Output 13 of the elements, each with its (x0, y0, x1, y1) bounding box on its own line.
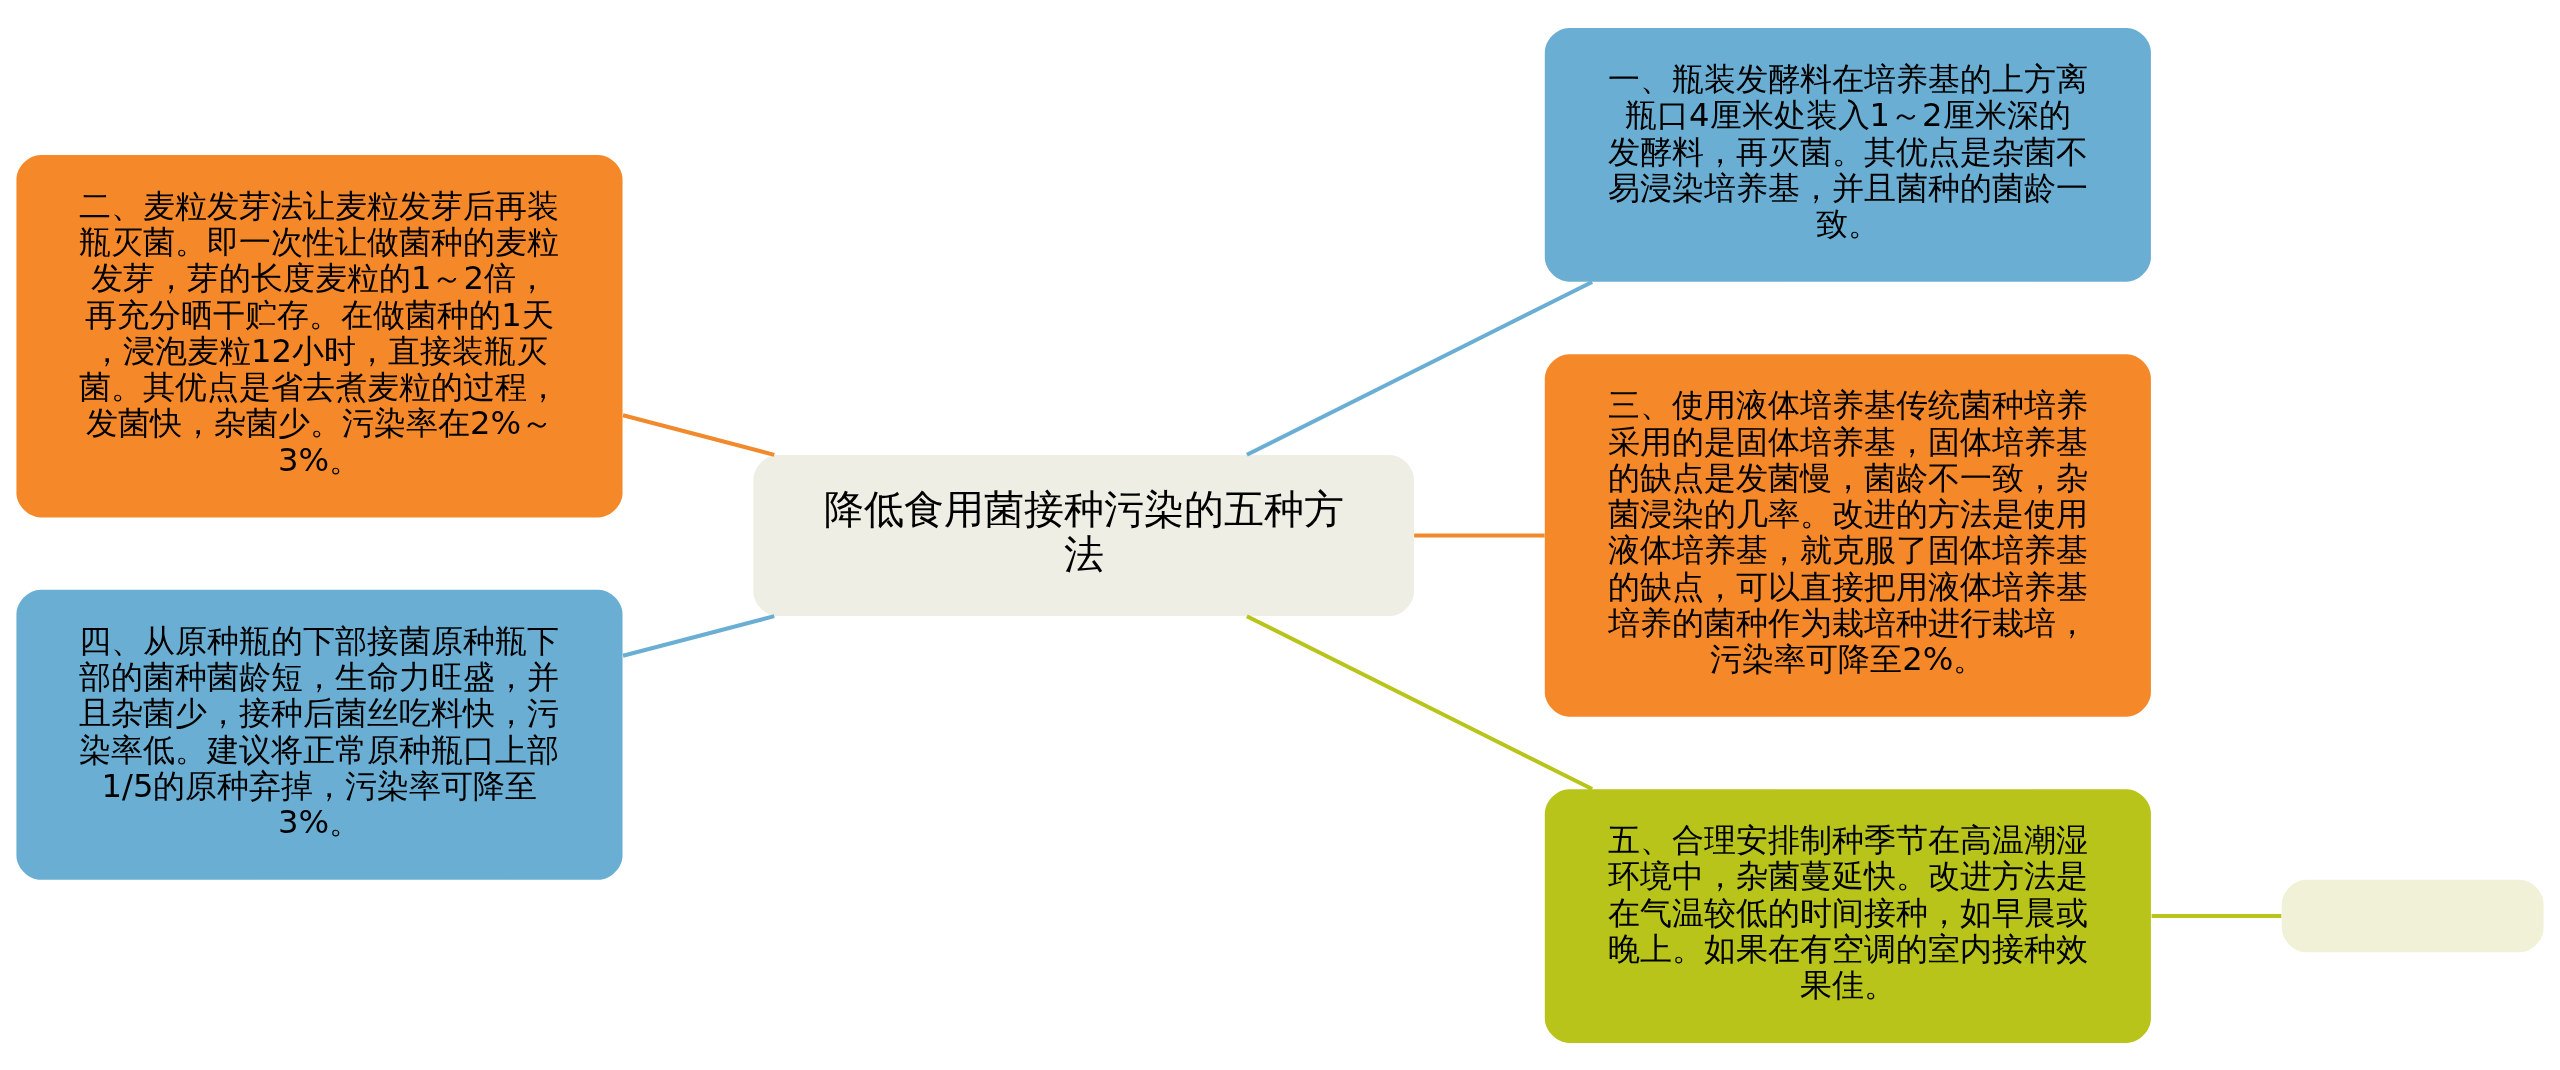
node-box: 三、使用液体培养基传统菌种培养采用的是固体培养基，固体培养基的缺点是发菌慢，菌龄不一致，杂菌浸染的几率。改进的方法是使用液体培养基，就克服了固体培养基的缺点，可以直接把用液体培养基培养的菌种作为栽培种进行栽培，污染率可降至2%。 (1544, 353, 2151, 717)
node-box: 四、从原种瓶的下部接菌原种瓶下部的菌种菌龄短，生命力旺盛，并且杂菌少，接种后菌丝吃料快，污染率低。建议将正常原种瓶口上部1/5的原种弃掉，污染率可降至3%。 (16, 589, 623, 880)
node-box: 一、瓶装发酵料在培养基的上方离瓶口4厘米处装入1～2厘米深的发酵料，再灭菌。其优点是杂菌不易浸染培养基，并且菌种的菌龄一致。 (1544, 27, 2151, 282)
connector (1246, 279, 1594, 457)
node-box: 五、合理安排制种季节在高温潮湿环境中，杂菌蔓延快。改进方法是在气温较低的时间接种，如早晨或晚上。如果在有空调的室内接种效果佳。 (1544, 788, 2151, 1043)
node-box: 降低食用菌接种污染的五种方法 (753, 454, 1414, 616)
node-box (2281, 879, 2544, 952)
connector (2151, 913, 2282, 918)
connector (622, 613, 775, 658)
node-box: 二、麦粒发芽法让麦粒发芽后再装瓶灭菌。即一次性让做菌种的麦粒发芽，芽的长度麦粒的1～2倍，再充分晒干贮存。在做菌种的1天，浸泡麦粒12小时，直接装瓶灭菌。其优点是省去煮麦粒的过程，发菌快，杂菌少。污染率在2%～3%。 (16, 154, 623, 517)
connector (622, 412, 775, 457)
connector (1414, 533, 1545, 537)
connector (1246, 613, 1594, 791)
